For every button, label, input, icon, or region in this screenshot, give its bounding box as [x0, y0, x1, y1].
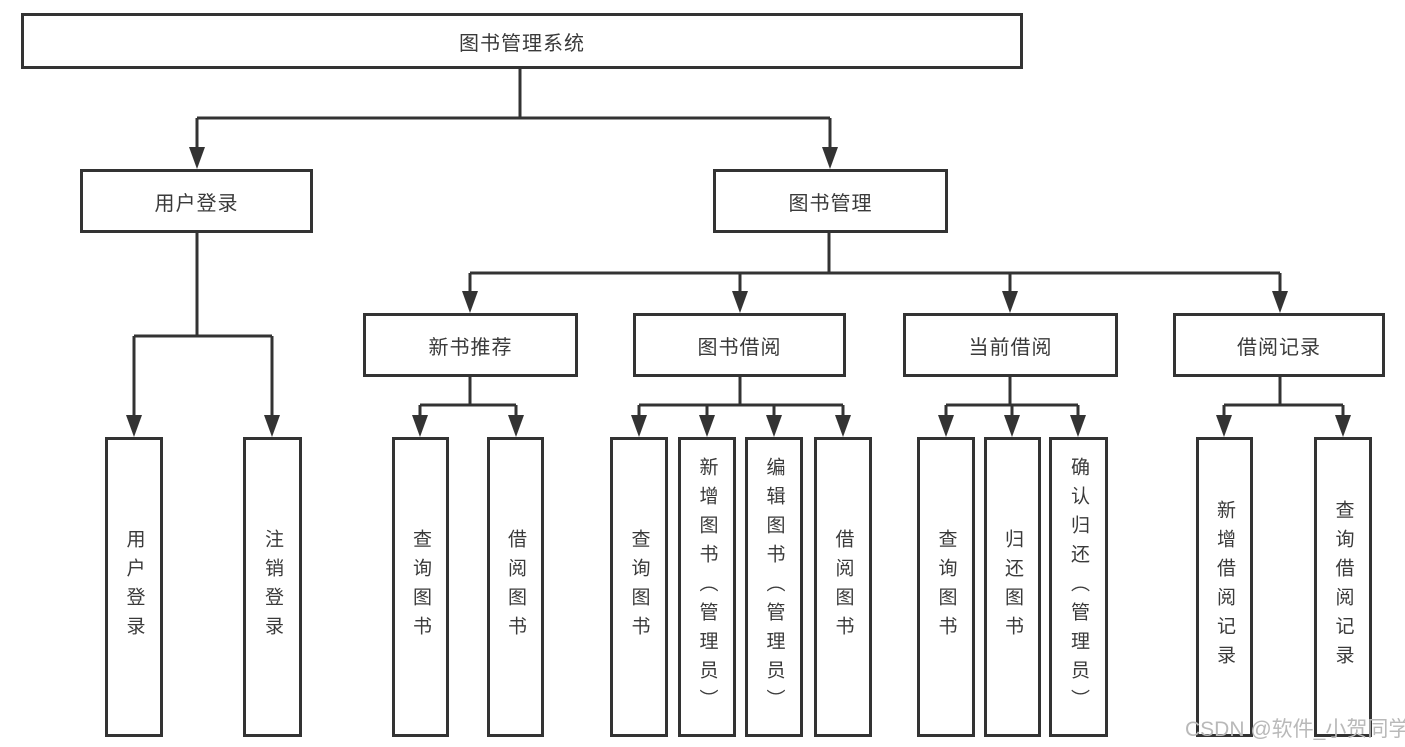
- arrow-down-icon: [462, 291, 478, 313]
- leaf-edit-book-admin: 编辑图书（管理员）: [745, 437, 803, 737]
- connector-book-mgmt-to-level3: [468, 233, 1282, 296]
- node-label: 注销登录: [262, 529, 283, 645]
- arrow-down-icon: [835, 415, 851, 437]
- node-label: 查询图书: [410, 529, 431, 645]
- arrowheads: [126, 147, 1351, 437]
- leaf-add-borrowing-record: 新增借阅记录: [1196, 437, 1253, 737]
- arrow-down-icon: [1272, 291, 1288, 313]
- node-label: 新增图书（管理员）: [696, 456, 718, 718]
- leaf-return-book: 归还图书: [984, 437, 1041, 737]
- node-label: 编辑图书（管理员）: [763, 456, 785, 718]
- node-label: 当前借阅: [968, 336, 1053, 359]
- leaf-query-borrowing-record: 查询借阅记录: [1314, 437, 1372, 737]
- node-label: 图书借阅: [697, 336, 782, 359]
- node-label: 查询图书: [628, 529, 650, 645]
- node-book-management: 图书管理: [713, 169, 948, 233]
- arrow-down-icon: [126, 415, 142, 437]
- leaf-logout: 注销登录: [243, 437, 302, 737]
- arrow-down-icon: [1002, 291, 1018, 313]
- node-current-borrowing: 当前借阅: [903, 313, 1118, 377]
- connector-new-book-rec-to-leaves: [418, 377, 518, 421]
- node-label: 用户登录: [123, 529, 145, 645]
- leaf-user-login: 用户登录: [105, 437, 163, 737]
- node-label: 图书管理: [788, 192, 873, 215]
- node-label: 查询借阅记录: [1332, 500, 1354, 674]
- node-label: 用户登录: [154, 192, 239, 215]
- node-user-login: 用户登录: [80, 169, 313, 233]
- connector-root-to-level2: [195, 69, 832, 152]
- leaf-borrow-book-recommendation: 借阅图书: [487, 437, 544, 737]
- leaf-query-book-borrowing: 查询图书: [610, 437, 668, 737]
- node-label: 归还图书: [1002, 529, 1023, 645]
- node-borrowing-records: 借阅记录: [1173, 313, 1385, 377]
- node-label: 借阅图书: [505, 529, 526, 645]
- leaf-confirm-return-admin: 确认归还（管理员）: [1049, 437, 1108, 737]
- connector-book-borrow-to-leaves: [637, 377, 845, 421]
- arrow-down-icon: [938, 415, 954, 437]
- arrow-down-icon: [732, 291, 748, 313]
- arrow-down-icon: [822, 147, 838, 169]
- leaf-add-book-admin: 新增图书（管理员）: [678, 437, 736, 737]
- node-label: 借阅图书: [832, 529, 854, 645]
- node-label: 查询图书: [935, 529, 957, 645]
- node-label: 确认归还（管理员）: [1068, 456, 1089, 718]
- csdn-watermark: CSDN @软件_小贺同学: [1185, 718, 1405, 741]
- connector-borrow-record-to-leaves: [1222, 377, 1345, 421]
- arrow-down-icon: [766, 415, 782, 437]
- arrow-down-icon: [699, 415, 715, 437]
- arrow-down-icon: [189, 147, 205, 169]
- node-root-library-system: 图书管理系统: [21, 13, 1023, 69]
- arrow-down-icon: [264, 415, 280, 437]
- leaf-query-book-current: 查询图书: [917, 437, 975, 737]
- node-label: 新增借阅记录: [1214, 500, 1235, 674]
- arrow-down-icon: [1335, 415, 1351, 437]
- node-book-borrowing: 图书借阅: [633, 313, 846, 377]
- leaf-query-book-recommendation: 查询图书: [392, 437, 449, 737]
- node-label: 借阅记录: [1237, 336, 1321, 359]
- arrow-down-icon: [1004, 415, 1020, 437]
- arrow-down-icon: [631, 415, 647, 437]
- connector-user-login-to-leaves: [132, 233, 274, 421]
- connector-current-borrow-to-leaves: [944, 377, 1080, 421]
- arrow-down-icon: [508, 415, 524, 437]
- arrow-down-icon: [412, 415, 428, 437]
- node-label: 图书管理系统: [459, 32, 585, 55]
- node-label: 新书推荐: [428, 336, 513, 359]
- leaf-borrow-book-borrowing: 借阅图书: [814, 437, 872, 737]
- arrow-down-icon: [1216, 415, 1232, 437]
- arrow-down-icon: [1070, 415, 1086, 437]
- node-new-book-recommendation: 新书推荐: [363, 313, 578, 377]
